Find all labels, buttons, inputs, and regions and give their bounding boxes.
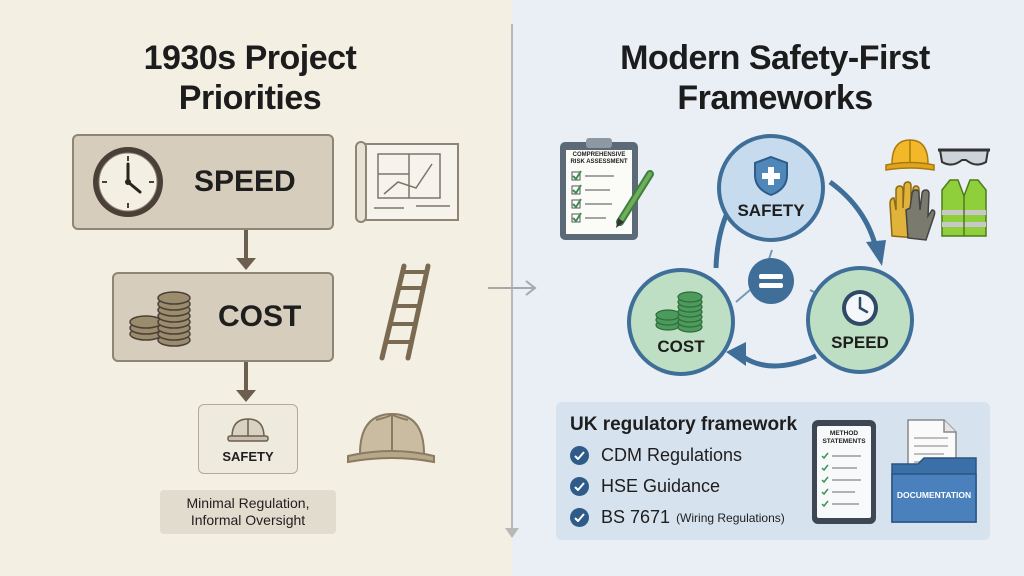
cost-box: COST [112, 272, 334, 362]
reg-item-bs7671: BS 7671 (Wiring Regulations) [570, 507, 785, 528]
shield-icon [754, 155, 788, 197]
tablet-title-line2: STATEMENTS [822, 438, 866, 445]
reg-item-hse: HSE Guidance [570, 476, 720, 497]
framework-heading: UK regulatory framework [570, 414, 798, 435]
tablet-checklist-icon [821, 452, 861, 508]
arrow-head-2 [236, 390, 256, 402]
safety-goggles-icon [938, 148, 990, 166]
note-line1: Minimal Regulation, [186, 495, 310, 511]
check-icon [570, 477, 589, 496]
check-icon [570, 508, 589, 527]
clipboard-clip [586, 138, 612, 148]
method-statements-tablet: METHOD STATEMENTS [812, 420, 876, 524]
clipboard-title-line2: RISK ASSESSMENT [570, 159, 628, 165]
cost-label: COST [218, 300, 302, 333]
hi-vis-vest-icon [941, 179, 987, 237]
note-line2: Informal Oversight [190, 512, 306, 528]
tablet-title: METHOD STATEMENTS [817, 430, 871, 446]
clipboard-title: COMPREHENSIVE RISK ASSESSMENT [566, 152, 632, 166]
divider-arrow-down-icon [505, 528, 519, 538]
equals-icon [759, 274, 783, 288]
documentation-folder: DOCUMENTATION [890, 416, 978, 524]
cycle-speed-label: SPEED [831, 333, 889, 352]
speed-box: SPEED [72, 134, 334, 230]
arrow-head-1 [236, 258, 256, 270]
ladder-icon [379, 263, 431, 361]
safety-box: SAFETY [198, 404, 298, 474]
cycle-safety-label: SAFETY [737, 201, 805, 220]
left-title: 1930s Project Priorities [60, 38, 440, 118]
coins-icon [129, 291, 191, 347]
right-title: Modern Safety-First Frameworks [560, 38, 990, 118]
left-title-line2: Priorities [178, 79, 322, 117]
reg-item-note: (Wiring Regulations) [676, 510, 785, 525]
left-title-line1: 1930s Project [143, 39, 357, 77]
regulation-note: Minimal Regulation, Informal Oversight [160, 490, 336, 534]
arrow-cost-to-safety [244, 362, 248, 392]
folder-icon [891, 457, 977, 523]
reg-item-label: BS 7671 [601, 507, 671, 527]
reg-item-label: CDM Regulations [601, 445, 743, 465]
hard-hat-small-icon [227, 417, 269, 442]
blueprint-icon [355, 141, 459, 223]
clock-icon [93, 147, 163, 217]
speed-label: SPEED [194, 165, 296, 198]
cost-circle: COST [627, 268, 735, 376]
right-title-line2: Frameworks [677, 79, 873, 117]
risk-assessment-clipboard: COMPREHENSIVE RISK ASSESSMENT [560, 138, 644, 240]
cycle-cost-label: COST [657, 337, 705, 356]
speed-circle: SPEED [806, 266, 914, 374]
reg-item-label: HSE Guidance [601, 476, 721, 496]
center-divider [511, 24, 513, 534]
right-title-line1: Modern Safety-First [620, 39, 930, 77]
check-icon [570, 446, 589, 465]
arrow-speed-to-cost [244, 230, 248, 260]
safety-circle: SAFETY [717, 134, 825, 242]
yellow-hard-hat-icon [885, 139, 935, 171]
safety-label: SAFETY [222, 448, 274, 464]
stopwatch-icon [842, 290, 878, 326]
work-gloves-icon [889, 181, 936, 241]
reg-item-cdm: CDM Regulations [570, 445, 742, 466]
clipboard-title-line1: COMPREHENSIVE [572, 152, 626, 158]
checklist-icon [571, 170, 614, 223]
hard-hat-icon [347, 412, 435, 464]
green-coins-icon [655, 291, 703, 333]
tablet-title-line1: METHOD [829, 430, 859, 437]
folder-label: DOCUMENTATION [896, 490, 972, 500]
transition-arrow-icon [488, 280, 537, 296]
equals-circle [748, 258, 794, 304]
pen-icon [616, 170, 654, 228]
